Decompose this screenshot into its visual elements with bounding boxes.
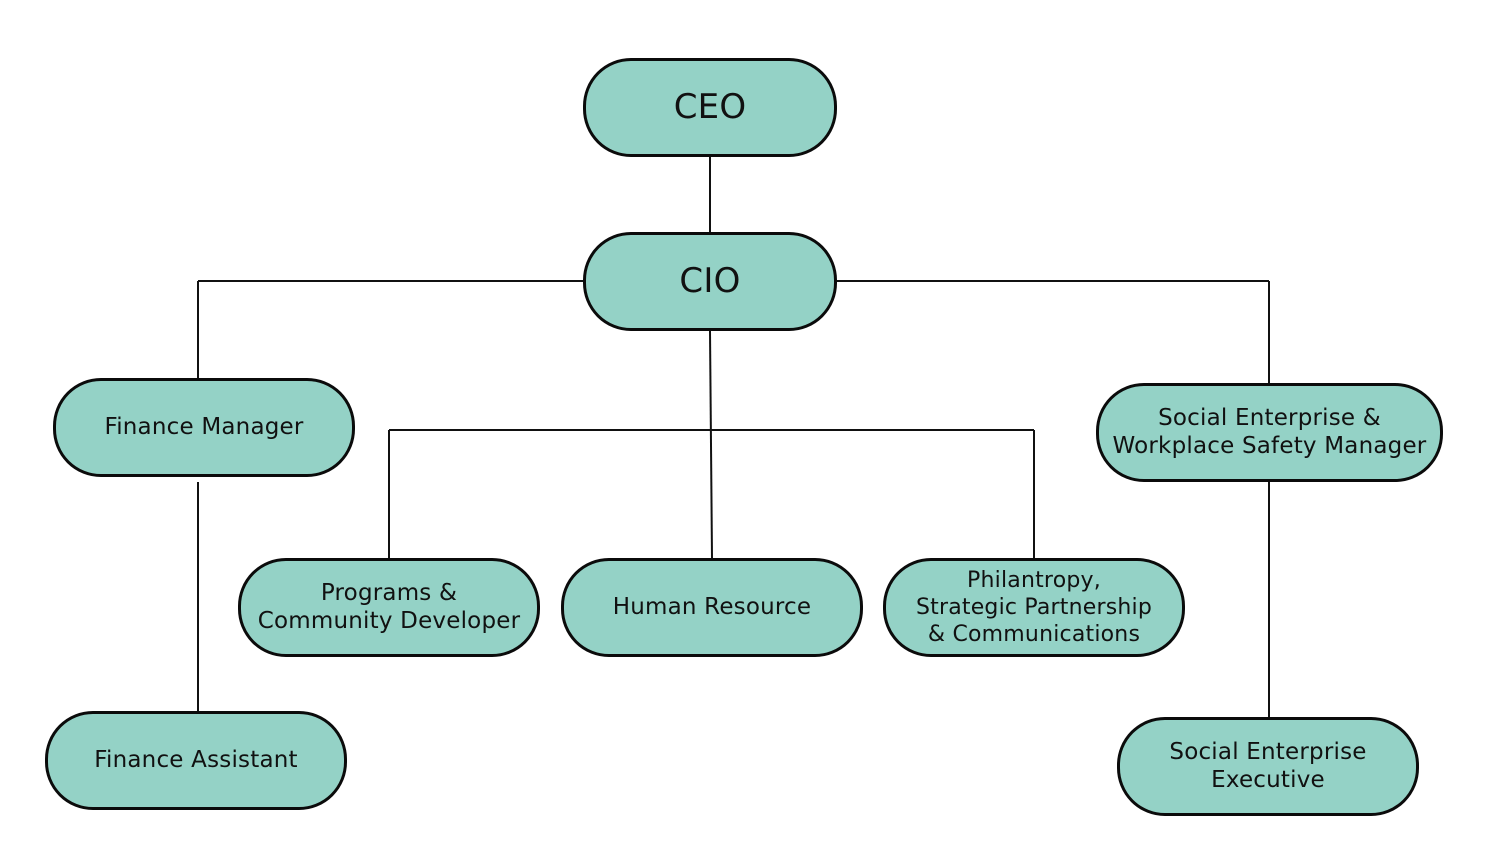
node-social-manager-line-2: Workplace Safety Manager [1112,432,1427,459]
node-social-enterprise-safety-manager-label: Social Enterprise & Workplace Safety Man… [1113,405,1427,460]
node-philanthropy-partnership-communications-label: Philantropy, Strategic Partnership & Com… [916,567,1152,649]
node-social-executive-line-2: Executive [1211,766,1325,793]
node-human-resource-label: Human Resource [612,593,812,620]
node-finance-assistant-label: Finance Assistant [94,746,298,773]
node-ceo: CEO [583,58,837,157]
node-human-resource: Human Resource [561,558,863,657]
node-social-executive-line-1: Social Enterprise [1169,738,1367,765]
node-philanthropy-line-1: Philantropy, [967,567,1101,593]
node-programs-community-developer: Programs & Community Developer [238,558,540,657]
node-programs-community-developer-label: Programs & Community Developer [258,580,521,635]
connector-cio-human-resource [709,330,713,559]
node-programs-line-2: Community Developer [257,607,521,634]
node-philanthropy-line-3: & Communications [927,622,1141,648]
node-cio: CIO [583,232,837,331]
node-philanthropy-partnership-communications: Philantropy, Strategic Partnership & Com… [883,558,1185,657]
node-philanthropy-line-2: Strategic Partnership [915,594,1153,620]
node-social-manager-line-1: Social Enterprise & [1158,404,1381,431]
node-programs-line-1: Programs & [320,579,458,606]
node-finance-manager: Finance Manager [53,378,355,477]
node-social-enterprise-executive: Social Enterprise Executive [1117,717,1419,816]
node-social-enterprise-safety-manager: Social Enterprise & Workplace Safety Man… [1096,383,1443,482]
node-social-enterprise-executive-label: Social Enterprise Executive [1169,739,1366,794]
node-finance-assistant: Finance Assistant [45,711,347,810]
node-ceo-label: CEO [673,87,747,128]
node-finance-manager-label: Finance Manager [104,413,304,440]
node-cio-label: CIO [679,261,741,302]
